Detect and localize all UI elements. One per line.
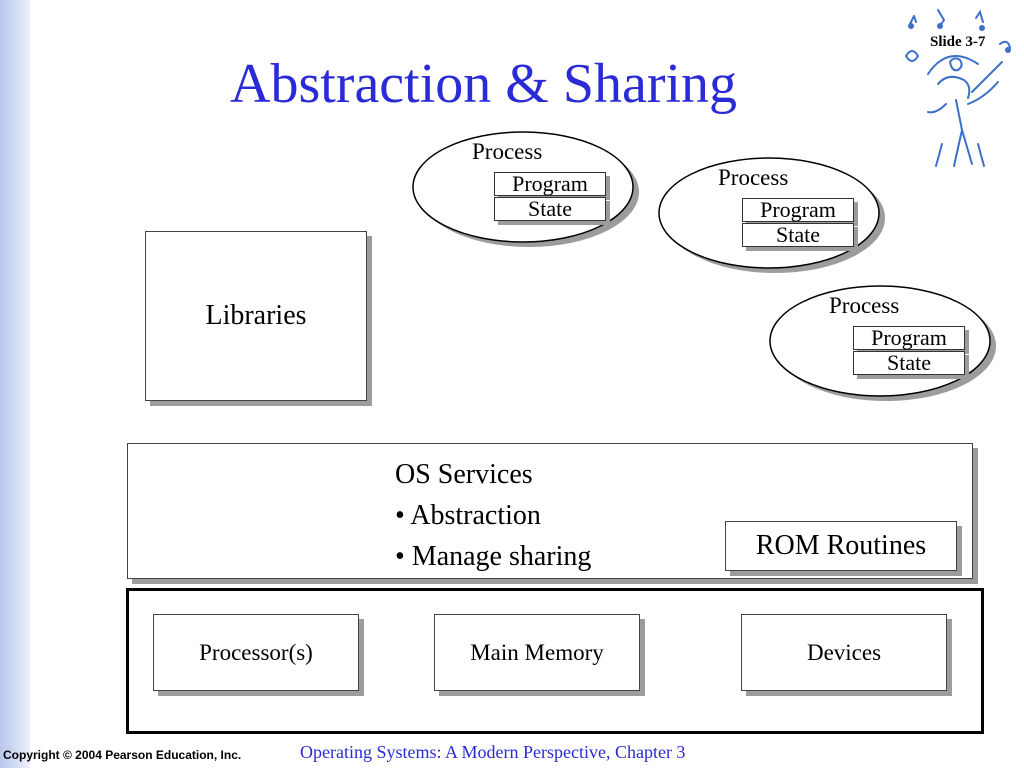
os-bullet-abstraction: • Abstraction xyxy=(395,500,541,531)
program-box: Program xyxy=(494,172,606,196)
process-bubble-2: Process Program State xyxy=(656,154,888,276)
rom-routines-box: ROM Routines xyxy=(725,521,957,571)
process-label: Process xyxy=(472,139,543,164)
os-bullet-manage-sharing: • Manage sharing xyxy=(395,541,592,572)
course-footer: Operating Systems: A Modern Perspective,… xyxy=(300,742,686,762)
program-box: Program xyxy=(742,198,854,222)
process-label: Process xyxy=(718,165,789,190)
copyright-footer: Copyright © 2004 Pearson Education, Inc. xyxy=(3,748,242,762)
slide-number: Slide 3-7 xyxy=(930,34,986,50)
state-box: State xyxy=(742,223,854,247)
devices-box: Devices xyxy=(741,614,947,691)
process-bubble-1: Process Program State xyxy=(410,128,642,250)
process-bubble-3: Process Program State xyxy=(767,282,999,404)
slide-title: Abstraction & Sharing xyxy=(230,53,738,115)
musician-clipart-icon xyxy=(905,9,1011,167)
program-box: Program xyxy=(853,326,965,350)
main-memory-box: Main Memory xyxy=(434,614,640,691)
os-services-heading: OS Services xyxy=(395,459,533,490)
left-gradient-bar xyxy=(0,0,30,768)
process-label: Process xyxy=(829,293,900,318)
os-services-box: OS Services • Abstraction • Manage shari… xyxy=(127,443,973,579)
libraries-box: Libraries xyxy=(145,231,367,401)
state-box: State xyxy=(494,197,606,221)
state-box: State xyxy=(853,351,965,375)
processor-box: Processor(s) xyxy=(153,614,359,691)
os-services-text: OS Services • Abstraction • Manage shari… xyxy=(395,454,591,577)
